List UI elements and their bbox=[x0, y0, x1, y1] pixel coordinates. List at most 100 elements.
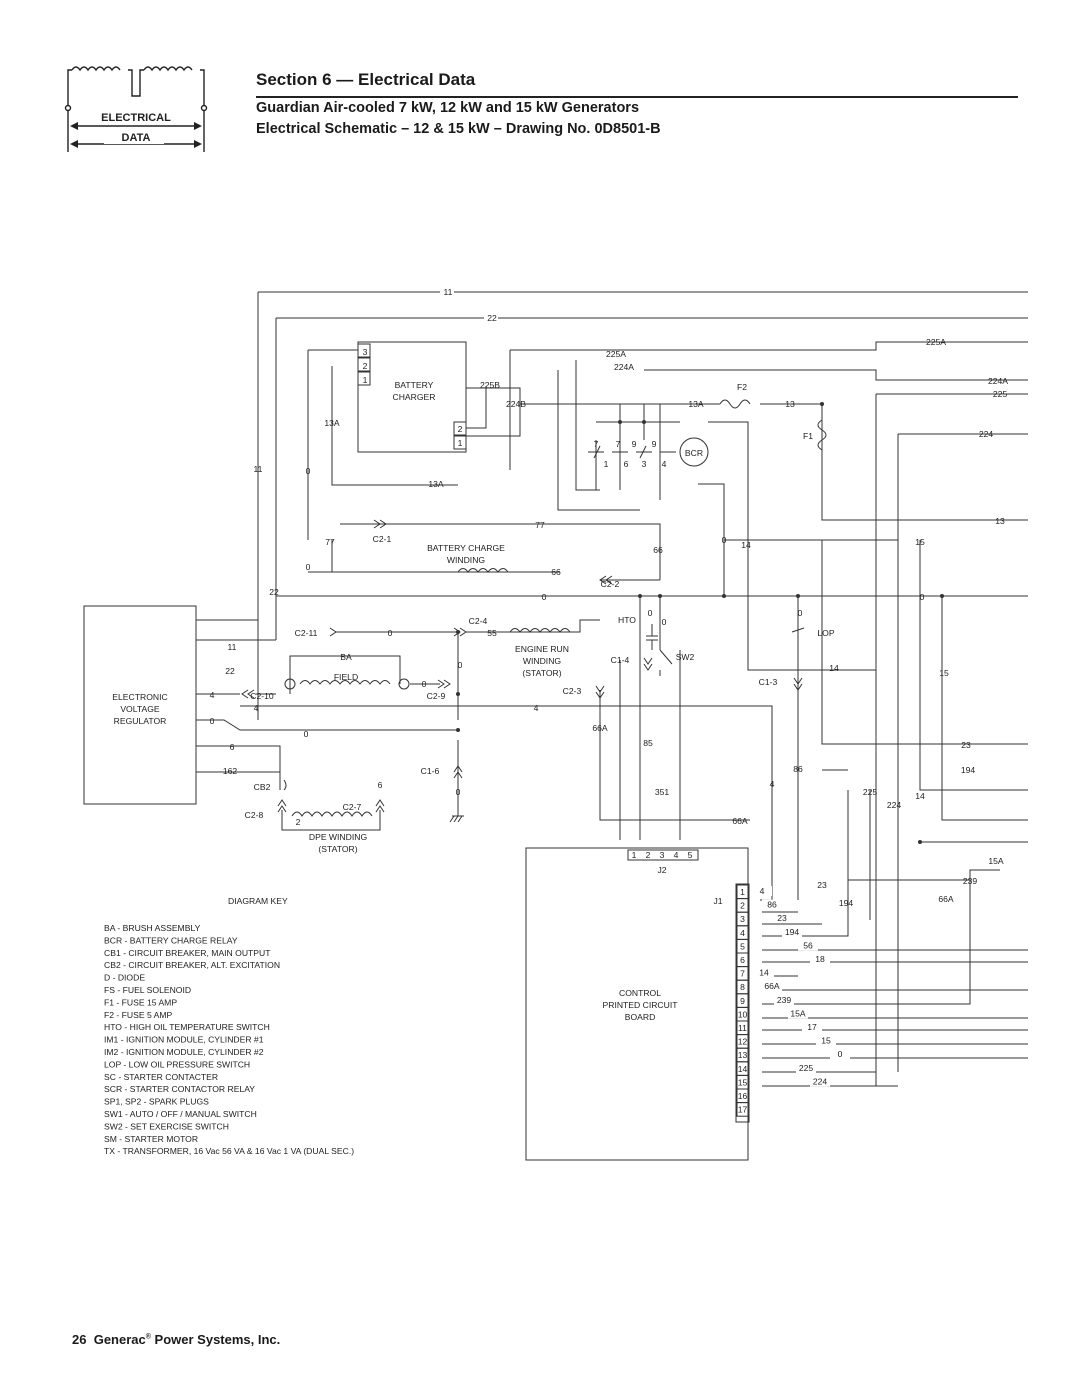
f1-label: F1 bbox=[803, 431, 813, 441]
diagram-key-item: SW2 - SET EXERCISE SWITCH bbox=[104, 1121, 229, 1131]
diagram-key-item: SCR - STARTER CONTACTOR RELAY bbox=[104, 1084, 255, 1094]
battery-charger-label-2: CHARGER bbox=[393, 392, 436, 402]
wire-label: 351 bbox=[655, 787, 670, 797]
wire-label: 66 bbox=[551, 567, 561, 577]
wire-label: 194 bbox=[839, 898, 854, 908]
diagram-key-item: SC - STARTER CONTACTER bbox=[104, 1072, 218, 1082]
wire-label: 13A bbox=[428, 479, 444, 489]
wire-label: 14 bbox=[741, 540, 751, 550]
evr-label-1: ELECTRONIC bbox=[112, 692, 167, 702]
wire-label: 0 bbox=[458, 660, 463, 670]
j2-pin: 2 bbox=[646, 850, 651, 860]
wire-label: 77 bbox=[535, 520, 545, 530]
electrical-data-logo: ELECTRICAL DATA bbox=[64, 66, 208, 152]
j1-pin: 8 bbox=[740, 982, 745, 992]
wire-label: 2 bbox=[296, 817, 301, 827]
diagram-key-item: IM2 - IGNITION MODULE, CYLINDER #2 bbox=[104, 1047, 264, 1057]
wire-label: 23 bbox=[961, 740, 971, 750]
j1-wire-label: 56 bbox=[803, 940, 813, 950]
field-coil bbox=[299, 680, 391, 685]
j1-label: J1 bbox=[713, 896, 722, 906]
wire-label: 66A bbox=[732, 816, 748, 826]
relay-pin: 9 bbox=[652, 439, 657, 449]
voltage-regulator-box bbox=[83, 605, 197, 805]
charger-pin-box bbox=[357, 343, 371, 358]
j1-wire-label-bg bbox=[772, 913, 792, 924]
engine-run-winding-label-1: ENGINE RUN bbox=[515, 644, 569, 654]
brush-left bbox=[284, 678, 296, 690]
j1-wire-label: 239 bbox=[777, 995, 792, 1005]
wire-label: 239 bbox=[963, 876, 978, 886]
j2-pin: 5 bbox=[688, 850, 693, 860]
f2-label: F2 bbox=[737, 382, 747, 392]
j1-pin: 2 bbox=[740, 901, 745, 911]
control-board-label-2: PRINTED CIRCUIT bbox=[603, 1000, 679, 1010]
wire-label: 0 bbox=[306, 562, 311, 572]
wire-label: 11 bbox=[228, 642, 237, 652]
j1-wire-label-bg bbox=[774, 994, 794, 1005]
j1-wire-label-bg bbox=[798, 940, 818, 951]
wire-label: 0 bbox=[662, 617, 667, 627]
connector-c2-2: C2-2 bbox=[601, 579, 620, 589]
relay-pin: 6 bbox=[624, 459, 629, 469]
f2-fuse bbox=[719, 399, 751, 409]
engine-run-winding-label-3: (STATOR) bbox=[522, 668, 561, 678]
hto-label: HTO bbox=[618, 615, 636, 625]
wire-label: 6 bbox=[378, 780, 383, 790]
logo-text-data: DATA bbox=[122, 132, 151, 144]
wire-label: 0 bbox=[542, 592, 547, 602]
registered-mark: ® bbox=[145, 1333, 151, 1341]
j2-pin: 3 bbox=[660, 850, 665, 860]
wire-label: 85 bbox=[643, 738, 653, 748]
j2-pins: 1 2 3 4 5 bbox=[632, 850, 693, 860]
logo-text-electrical: ELECTRICAL bbox=[101, 112, 171, 124]
j1-wire-label: 18 bbox=[815, 954, 825, 964]
wire-label: 224 bbox=[979, 429, 994, 439]
page-footer: 26 Generac® Power Systems, Inc. bbox=[72, 1332, 280, 1347]
battery-charger-label-1: BATTERY bbox=[395, 380, 434, 390]
wire-label: 0 bbox=[798, 608, 803, 618]
j1-wire-label: 4 bbox=[760, 886, 765, 896]
ground-symbol bbox=[449, 815, 464, 823]
charger-pin-box bbox=[357, 371, 371, 386]
bcr-label: BCR bbox=[685, 448, 703, 458]
wire-label: 13A bbox=[324, 418, 340, 428]
charger-pin-box bbox=[453, 421, 467, 436]
company-name: Generac bbox=[93, 1332, 146, 1347]
wire-label: 4 bbox=[534, 703, 539, 713]
connector-chevrons bbox=[241, 519, 803, 813]
wire-label: 4 bbox=[770, 779, 775, 789]
diagram-key-item: IM1 - IGNITION MODULE, CYLINDER #1 bbox=[104, 1035, 264, 1045]
charger-pin: 2 bbox=[458, 424, 463, 434]
j1-wire-label-bg bbox=[788, 1008, 808, 1019]
connector-c1-3: C1-3 bbox=[759, 677, 778, 687]
wire-label: 224A bbox=[614, 362, 634, 372]
control-board-label-1: CONTROL bbox=[619, 988, 661, 998]
charger-pin: 1 bbox=[458, 438, 463, 448]
connector-c2-1: C2-1 bbox=[373, 534, 392, 544]
bcr-contact-arm bbox=[593, 445, 647, 459]
dpe-winding-label-1: DPE WINDING bbox=[309, 832, 368, 842]
wire-label: 66A bbox=[592, 723, 608, 733]
wire-label: 14 bbox=[829, 663, 839, 673]
diagram-key-item: FS - FUEL SOLENOID bbox=[104, 985, 191, 995]
wire-label: 66A bbox=[938, 894, 954, 904]
sw2-label: SW2 bbox=[676, 652, 695, 662]
j1-pin: 12 bbox=[738, 1037, 748, 1047]
wire-label: 15A bbox=[988, 856, 1004, 866]
j1-wire-label: 23 bbox=[777, 913, 787, 923]
wire-label: 224A bbox=[988, 376, 1008, 386]
wire-label: 6 bbox=[230, 742, 235, 752]
wiring bbox=[196, 291, 1028, 1087]
connector-c1-4: C1-4 bbox=[611, 655, 630, 665]
j1-pin: 10 bbox=[738, 1009, 748, 1019]
wire-label: 55 bbox=[487, 628, 497, 638]
j1-pin: 14 bbox=[738, 1064, 748, 1074]
control-board-label-3: BOARD bbox=[625, 1012, 656, 1022]
wire-label: 225A bbox=[606, 349, 626, 359]
page-number: 26 bbox=[72, 1332, 87, 1347]
battery-charger-box bbox=[357, 341, 467, 453]
connector-c2-9: C2-9 bbox=[427, 691, 446, 701]
j1-wire-label: 15A bbox=[790, 1008, 806, 1018]
